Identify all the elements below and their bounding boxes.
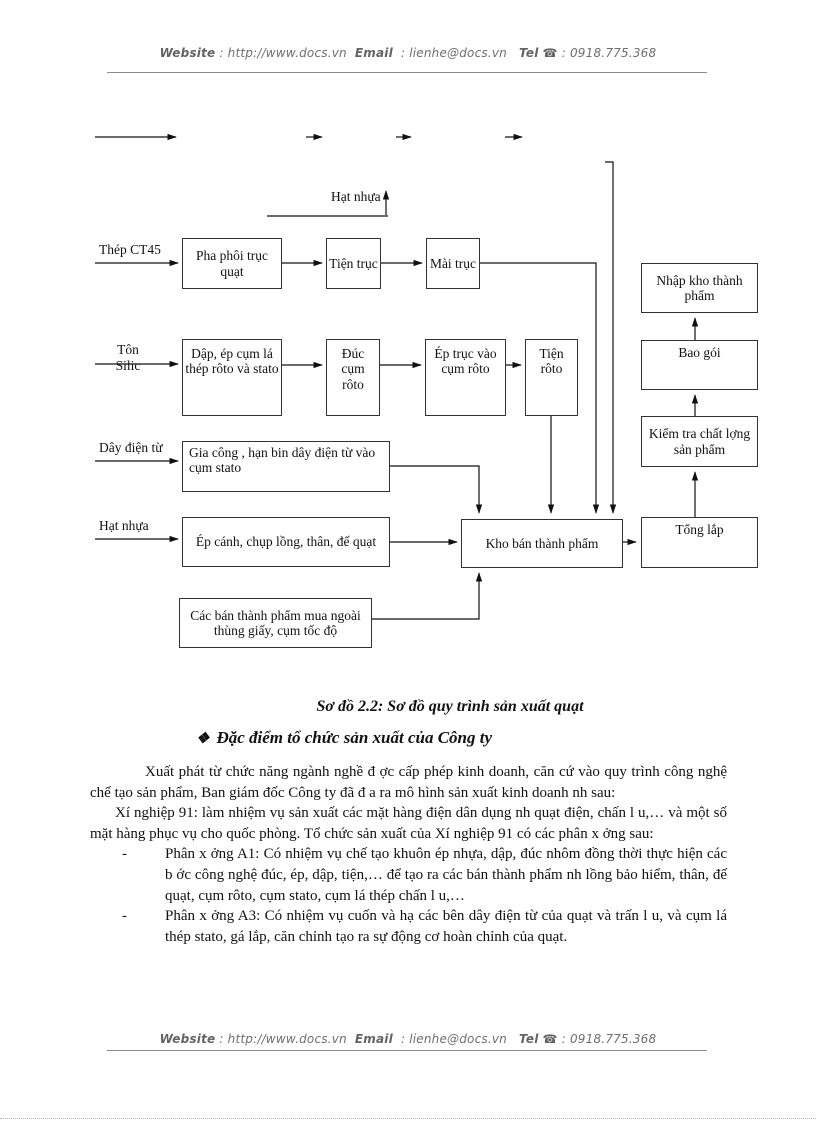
header-email-value: : lienhe@docs.vn [400, 46, 507, 60]
header-tel-value: : 0918.775.368 [561, 46, 657, 60]
header-email-label: Email [354, 46, 393, 60]
box-duc-cum-roto: Đúc cụm rôto [326, 339, 380, 416]
diamond-bullet-icon: ❖ [196, 731, 210, 747]
section-heading: ❖ Đặc điểm tổ chức sản xuất của Công ty [196, 728, 492, 748]
line-maitruc-to-kho [480, 262, 600, 514]
list-item-a3: - Phân x ởng A3: Có nhiệm vụ cuốn và hạ … [90, 906, 727, 947]
list-item-a1-text: Phân x ởng A1: Có nhiệm vụ chế tạo khuôn… [165, 846, 727, 904]
body-text: Xuất phát từ chức năng ngành nghề đ ợc c… [90, 762, 727, 947]
list-item-a1: - Phân x ởng A1: Có nhiệm vụ chế tạo khu… [90, 844, 727, 906]
workshop-list: - Phân x ởng A1: Có nhiệm vụ chế tạo khu… [90, 844, 727, 947]
footer-website-value: : http://www.docs.vn [219, 1032, 347, 1046]
page-footer: Website : http://www.docs.vn Email : lie… [0, 1032, 816, 1046]
box-tien-truc: Tiện trục [326, 238, 381, 289]
box-dap-ep-cum: Dập, ép cụm lá thép rôto và stato [182, 339, 282, 416]
diagram-caption: Sơ đồ 2.2: Sơ đồ quy trình sản xuất quạt [316, 698, 584, 715]
phone-icon: ☎ [542, 46, 558, 60]
box-mai-truc: Mài trục [426, 238, 480, 289]
paragraph-1: Xuất phát từ chức năng ngành nghề đ ợc c… [90, 764, 727, 801]
box-bao-goi: Bao gói [641, 340, 758, 390]
list-item-a3-text: Phân x ởng A3: Có nhiệm vụ cuốn và hạ cá… [165, 908, 727, 945]
footer-website-label: Website [159, 1032, 216, 1046]
box-ep-truc-vao-cum-roto: Ép trục vào cụm rôto [425, 339, 506, 416]
footer-divider [107, 1050, 707, 1051]
footer-email-label: Email [354, 1032, 393, 1046]
label-ton-silic: Tôn Silic [115, 342, 141, 373]
box-nhap-kho-thanh-pham: Nhập kho thành phẩm [641, 263, 758, 313]
paragraph-2: Xí nghiệp 91: làm nhiệm vụ sản xuất các … [90, 805, 727, 842]
box-kiem-tra-chat-luong: Kiểm tra chất lợng sản phẩm [641, 416, 758, 467]
footer-tel-value: : 0918.775.368 [561, 1032, 657, 1046]
top-hook-line [605, 161, 617, 514]
label-thep-ct45: Thép CT45 [99, 242, 161, 257]
page-bottom-dotted-line [0, 1118, 816, 1119]
header-divider [107, 72, 707, 73]
line-cacban-to-kho [372, 572, 483, 620]
line-giacong-to-kho [390, 465, 483, 514]
header-tel-label: Tel [519, 46, 539, 60]
footer-email-value: : lienhe@docs.vn [400, 1032, 507, 1046]
box-gia-cong-day-dien-tu: Gia công , hạn bin dây điện từ vào cụm s… [182, 441, 390, 492]
production-flow-diagram: Hạt nhựa Thép CT45 Tôn Silic Dây điện từ… [95, 133, 758, 648]
label-day-dien-tu: Dây điện từ [99, 440, 163, 455]
label-hat-nhua-left: Hạt nhựa [99, 518, 149, 533]
list-marker: - [122, 908, 127, 925]
page-header: Website : http://www.docs.vn Email : lie… [0, 46, 816, 60]
box-pha-phoi-truc-quat: Pha phôi trục quạt [182, 238, 282, 289]
box-tien-roto: Tiện rôto [525, 339, 578, 416]
label-hat-nhua-top: Hạt nhựa [331, 189, 381, 204]
box-cac-ban-thanh-pham-mua-ngoai: Các bán thành phẩm mua ngoài thùng giấy,… [179, 598, 372, 648]
box-ep-canh-chup-long: Ép cánh, chụp lồng, thân, đế quạt [182, 517, 390, 567]
list-marker: - [122, 846, 127, 863]
diagram-lines [95, 133, 699, 620]
footer-tel-label: Tel [519, 1032, 539, 1046]
header-website-label: Website [159, 46, 216, 60]
phone-icon: ☎ [542, 1032, 558, 1046]
section-heading-text: Đặc điểm tổ chức sản xuất của Công ty [216, 728, 493, 747]
header-website-value: : http://www.docs.vn [219, 46, 347, 60]
box-kho-ban-thanh-pham: Kho bán thành phẩm [461, 519, 623, 568]
box-tong-lap: Tổng lắp [641, 517, 758, 568]
